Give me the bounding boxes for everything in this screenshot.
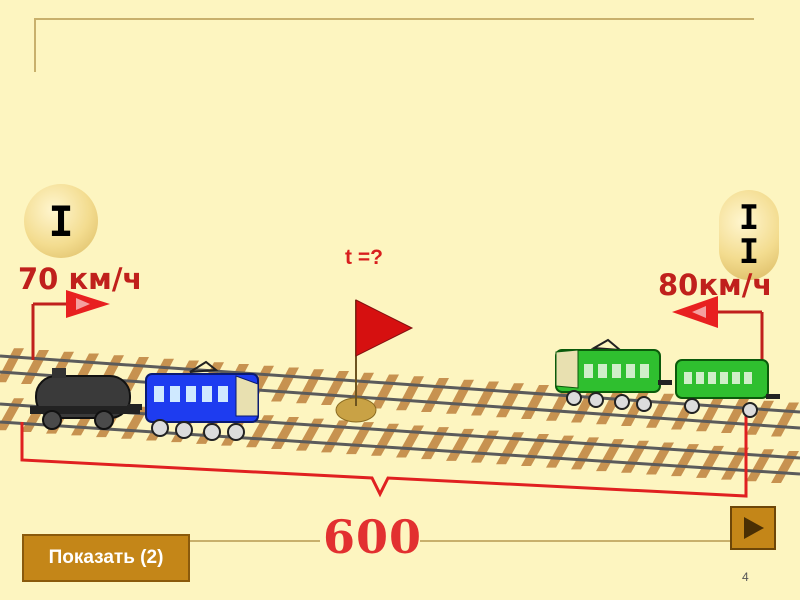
sleeper: [696, 397, 724, 432]
rail-upper-2: [0, 370, 800, 430]
show-button[interactable]: Показать (2): [22, 534, 190, 582]
distance-brace: [20, 410, 748, 498]
slide-number: 4: [742, 570, 749, 584]
top-frame-line: [34, 18, 754, 20]
bottom-rule-right: [420, 540, 730, 542]
play-button[interactable]: [730, 506, 776, 550]
left-frame-line: [34, 18, 36, 72]
green-car: [675, 359, 780, 418]
sleeper: [771, 450, 799, 483]
arrow-right-icon: [31, 290, 110, 360]
sleeper: [471, 381, 499, 416]
sleeper: [496, 383, 524, 418]
sleeper: [396, 376, 424, 411]
sleeper: [421, 378, 449, 413]
sleeper: [371, 374, 399, 409]
sleeper: [271, 367, 299, 402]
train-1-badge: I: [24, 184, 98, 258]
play-icon: [744, 517, 764, 539]
green-locomotive: [555, 338, 672, 412]
sleeper: [646, 393, 674, 428]
blue-locomotive: [145, 360, 259, 441]
rail-lower-2: [0, 420, 800, 476]
flag-icon: [335, 299, 414, 423]
rail-upper-1: [0, 354, 800, 414]
train-2-speed: 80км/ч: [658, 268, 773, 302]
time-question: t =?: [345, 246, 383, 269]
train-2-badge: I I: [719, 190, 779, 280]
train-1-speed: 70 км/ч: [18, 262, 143, 296]
sleeper: [446, 379, 474, 414]
sleeper: [521, 385, 549, 420]
sleeper: [0, 348, 24, 383]
arrow-left-icon: [672, 296, 764, 366]
bottom-rule-left: [190, 540, 320, 542]
distance-label: 600: [323, 510, 423, 564]
sleeper: [296, 369, 324, 404]
sleeper: [771, 402, 799, 437]
tank-car: [30, 368, 142, 430]
